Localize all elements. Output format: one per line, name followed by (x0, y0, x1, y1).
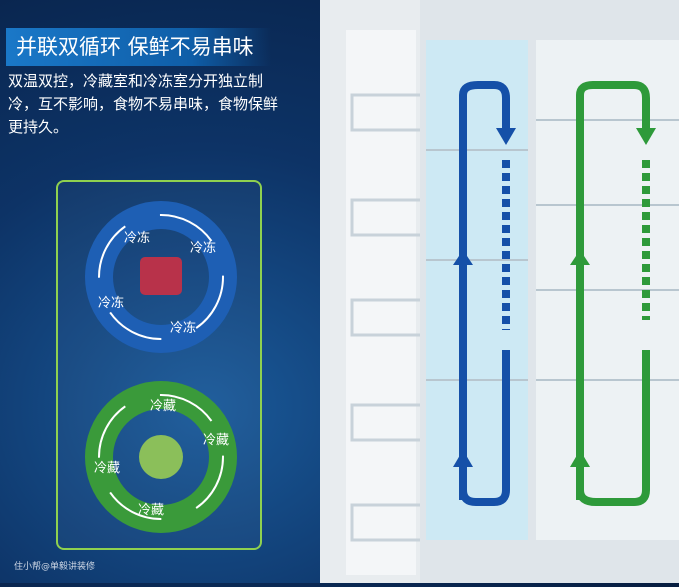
description: 双温双控，冷藏室和冷冻室分开独立制冷，互不影响，食物不易串味，食物保鲜更持久。 (8, 72, 279, 136)
refrigerator-image (318, 0, 679, 583)
cycle-label: 冷冻 (98, 295, 124, 311)
green-airflow-arrows (576, 81, 650, 506)
headline: 并联双循环 保鲜不易串味 (6, 28, 271, 66)
meat-icon (140, 257, 182, 295)
cycle-label: 冷藏 (203, 433, 229, 448)
cabbage-icon (139, 435, 183, 479)
blue-airflow-arrows (459, 81, 510, 506)
refrigerator-illustration (320, 0, 679, 583)
cycle-label: 冷藏 (138, 503, 164, 518)
cycle-label: 冷藏 (150, 399, 176, 414)
freezer-cycle-icon: 冷冻 冷冻 冷冻 冷冻 (85, 201, 237, 353)
cycle-label: 冷藏 (94, 461, 120, 476)
watermark: 住小帮@单毅讲装修 (14, 562, 96, 572)
cycle-label: 冷冻 (124, 230, 150, 246)
cycle-panel: 冷冻 冷冻 冷冻 冷冻 冷藏 冷藏 冷藏 冷藏 (56, 180, 262, 550)
cycle-label: 冷冻 (170, 320, 196, 336)
cycle-label: 冷冻 (190, 240, 216, 256)
fridge-cycle-icon: 冷藏 冷藏 冷藏 冷藏 (85, 381, 237, 533)
cycle-diagrams: 冷冻 冷冻 冷冻 冷冻 冷藏 冷藏 冷藏 冷藏 (85, 201, 237, 533)
